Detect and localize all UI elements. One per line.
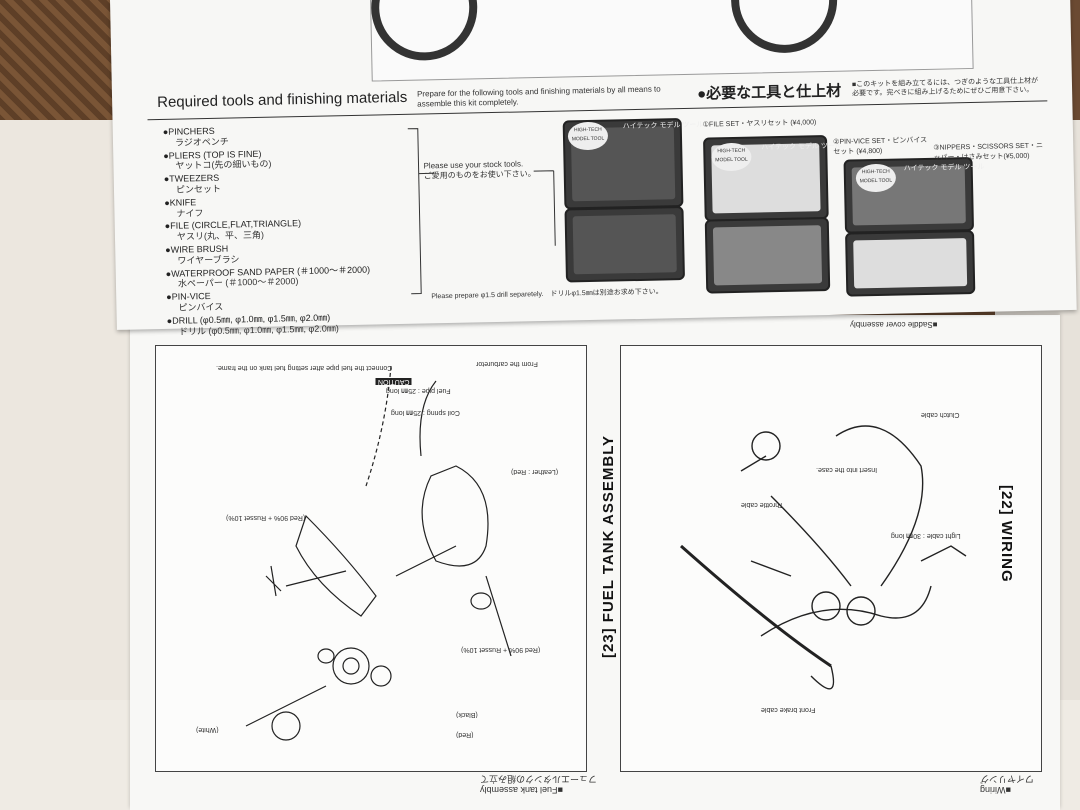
red-label: (Red)	[456, 731, 474, 738]
mirror-stem	[740, 455, 767, 472]
fuel-pipe-line	[419, 380, 437, 457]
nippers-brand: ハイテック モデル ツール	[903, 163, 985, 173]
cap-center	[342, 657, 360, 675]
mount-part	[265, 565, 282, 597]
file-set-case-bottom	[564, 206, 685, 283]
list-item: ●FILE (CIRCLE,FLAT,TRIANGLE)ヤスリ(丸、平、三角)	[164, 218, 302, 242]
pin-vice-brand: ハイテック モデル ツール	[761, 142, 842, 152]
saddle-cover-caption: ■Saddle cover assembly	[850, 320, 938, 329]
clutch-cable-line	[835, 425, 924, 587]
wiring-caption: ■Wiring	[980, 785, 1011, 795]
front-brake-cable	[680, 544, 832, 668]
motorcycle-illustration	[369, 0, 974, 82]
instruction-sheet-bottom: Fuel pipe : 25㎜ long Coil spring : 25㎜ l…	[130, 315, 1060, 810]
tank-bracket-part	[295, 514, 377, 617]
ring-part	[271, 711, 301, 741]
coil-spring-label: Coil spring : 25㎜ long	[391, 409, 460, 416]
carburetor-label: From the carburetor	[476, 360, 538, 367]
tools-note-en: Prepare for the following tools and fini…	[416, 84, 661, 109]
caution-text: Connect the fuel pipe after setting fuel…	[216, 364, 393, 371]
mirror-part	[751, 431, 781, 461]
fuel-tank-panel: Fuel pipe : 25㎜ long Coil spring : 25㎜ l…	[155, 345, 587, 772]
grip-part	[750, 560, 792, 577]
instruction-sheet-top: Required tools and finishing materials P…	[110, 0, 1077, 336]
throttle-cable-label: Throttle cable	[741, 501, 784, 508]
motorcycle-rear-wheel	[370, 0, 479, 62]
caution-label: CAUTION	[376, 378, 412, 385]
fuel-tank-diagram	[245, 365, 512, 741]
white-label: (White)	[196, 726, 219, 733]
cap-part	[332, 647, 370, 685]
wiring-diagram	[680, 425, 967, 690]
file-set-label: ①FILE SET・ヤスリセット (¥4,000)	[702, 119, 817, 129]
list-item: ●PLIERS (TOP IS FINE)ヤットコ(先の細いもの)	[163, 148, 272, 172]
coil-spring-line	[365, 365, 392, 487]
gauge-left	[811, 591, 841, 621]
insert-case-label: Insert into the case.	[816, 466, 878, 473]
list-item: ●WATERPROOF SAND PAPER (＃1000～＃2000)水ペーパ…	[165, 264, 371, 289]
light-cable-label: Light cable : 30㎜ long	[891, 532, 961, 539]
red-mix-label: (Red 90% + Russet 10%)	[226, 514, 306, 521]
gauge-right	[846, 596, 876, 626]
fuel-pipe-label: Fuel pipe : 25㎜ long	[386, 387, 451, 394]
pin-vice-case-bottom	[704, 216, 831, 294]
wiring-caption-jp: ワイヤリング	[980, 774, 1034, 784]
list-item: ●DRILL (φ0.5㎜, φ1.0㎜, φ1.5㎜, φ2.0㎜)ドリル (…	[166, 312, 339, 337]
clutch-cable-label: Clutch cable	[921, 411, 960, 418]
black-label: (Black)	[456, 711, 478, 718]
tools-note-jp: ■このキットを組み立てるには、つぎのような工具仕上材が必要です。完べきに組み上げ…	[851, 77, 1039, 98]
wiring-heading: [22] WIRING	[998, 485, 1015, 583]
stock-tools-note: Please use your stock tools. ご愛用のものをお使い下…	[423, 159, 536, 181]
bracket-lines	[407, 128, 556, 295]
motorcycle-front-wheel	[730, 0, 839, 54]
file-set-brand: ハイテック モデル ツール	[622, 121, 704, 131]
handlebar-part	[760, 585, 932, 637]
throttle-cable-line	[770, 495, 852, 587]
front-brake-label: Front brake cable	[761, 706, 816, 713]
fuel-tank-part	[421, 465, 489, 567]
tools-title-en: Required tools and finishing materials	[156, 88, 408, 112]
leather-label: (Leather : Red)	[511, 468, 559, 475]
fuel-tank-caption: ■Fuel tank assembly	[480, 785, 563, 795]
brake-loop	[810, 665, 835, 690]
fuel-tank-heading: [23] FUEL TANK ASSEMBLY	[600, 435, 617, 659]
nippers-set-label: ③NIPPERS・SCISSORS SET・ニッパー・はさみセット(¥5,000…	[933, 142, 1044, 162]
tools-title-jp: ●必要な工具と仕上材	[696, 82, 842, 103]
cap-small	[470, 592, 492, 610]
fuel-tank-caption-jp: フューエルタンクの組み立て	[480, 774, 598, 784]
lever-part	[920, 545, 967, 562]
pin-vice-set-label: ②PIN-VICE SET・ピンバイスセット (¥4,800)	[833, 136, 928, 156]
knob-part	[317, 648, 335, 664]
nippers-case-bottom	[845, 229, 976, 297]
red-mix-label-2: (Red 90% + Russet 10%)	[461, 646, 541, 653]
gauge-part	[370, 665, 392, 687]
wiring-panel: Clutch cable Throttle cable Insert into …	[620, 345, 1042, 772]
